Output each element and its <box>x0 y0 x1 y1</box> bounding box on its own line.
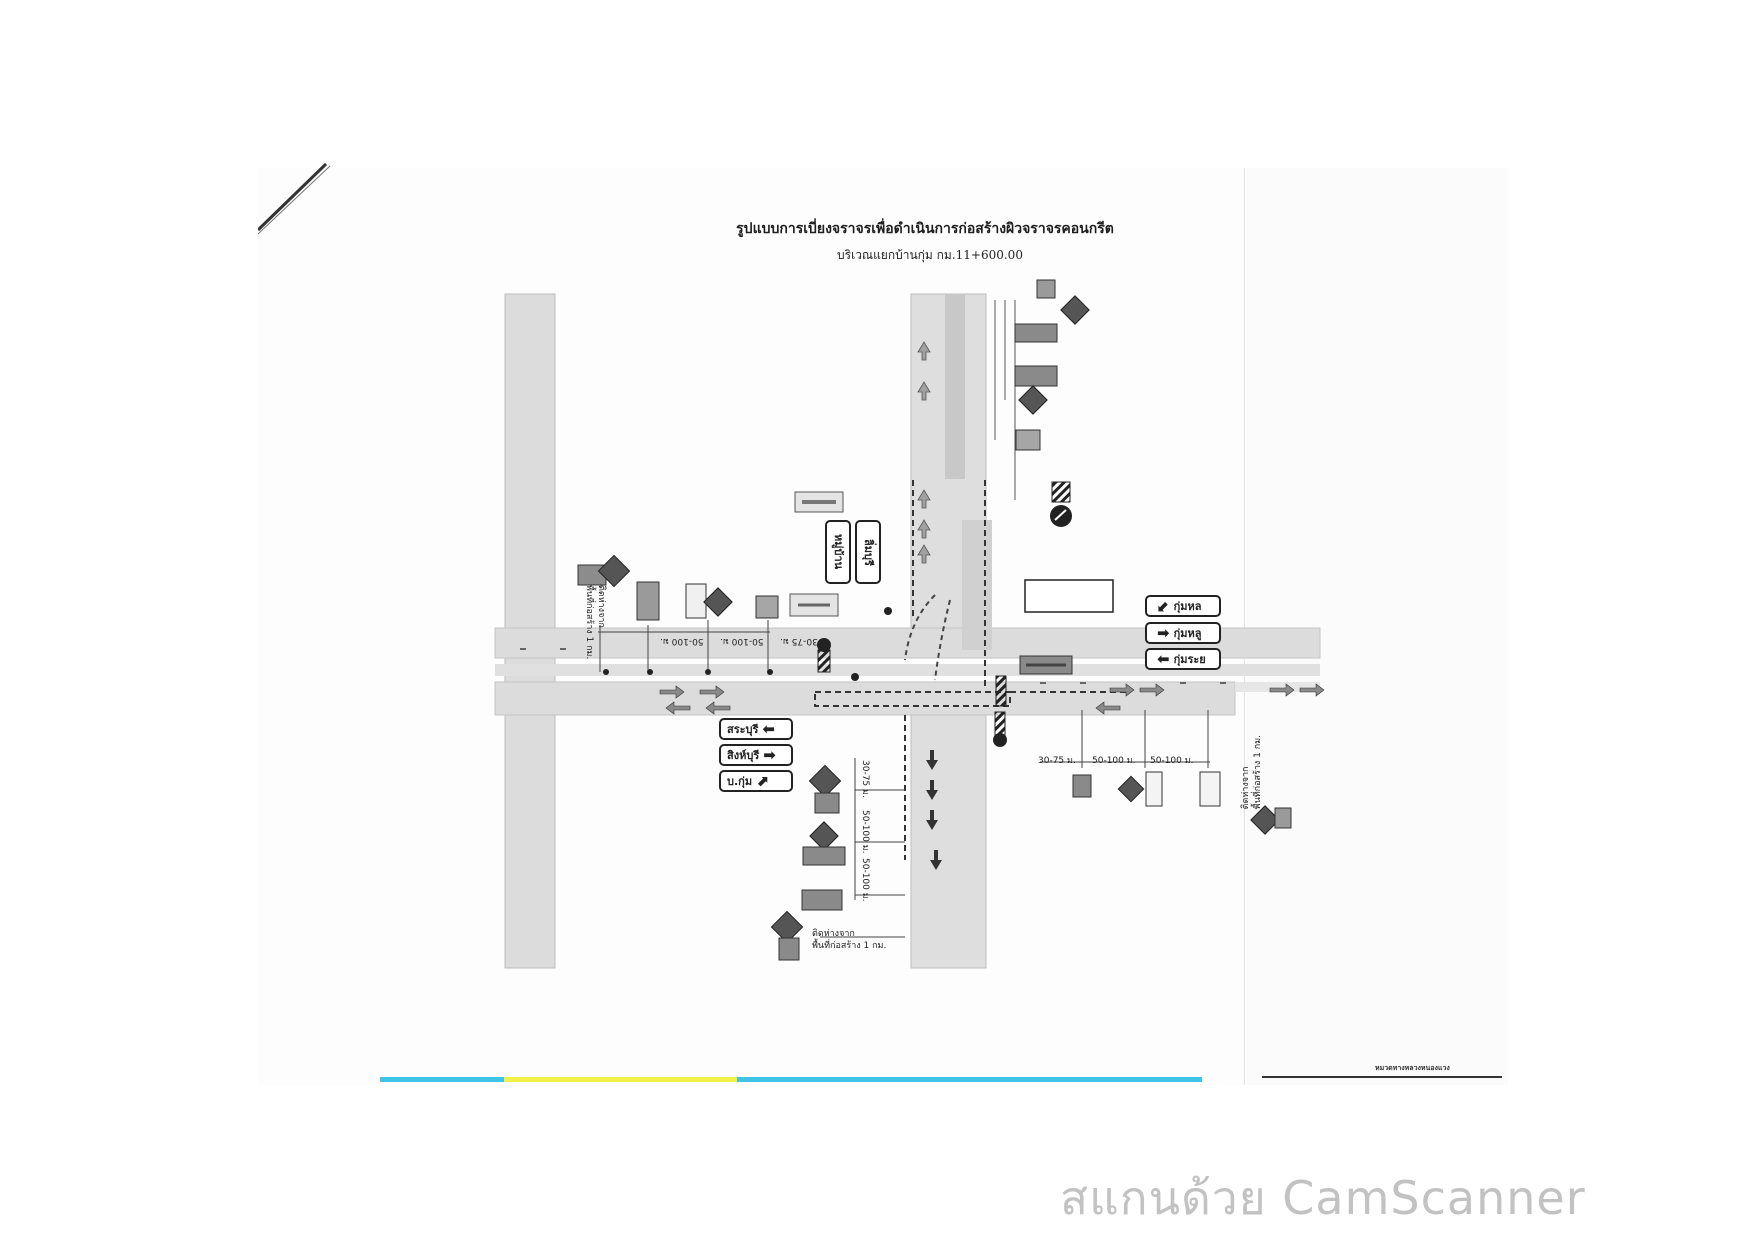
camscanner-watermark: สแกนด้วย CamScanner <box>1060 1171 1586 1225</box>
north-east-signs <box>993 279 1114 747</box>
south-distance-note: ติดห่างจาก พื้นที่ก่อสร้าง 1 กม. <box>812 929 887 951</box>
direction-sign-south-1: สระบุรี⬅ <box>719 718 793 740</box>
direction-sign-north-1: หมู่บ้าน <box>825 520 851 584</box>
distance-label-west-3: 30-75 ม. <box>780 636 818 646</box>
distance-label-south-2: 50-100 ม. <box>860 810 870 854</box>
right-arrow-icon: ➡ <box>1157 624 1170 642</box>
strip-blue-right <box>737 1077 1202 1082</box>
left-arrow-icon: ⬅ <box>1157 650 1170 668</box>
distance-label-west-2: 50-100 ม. <box>720 636 764 646</box>
direction-sign-east-3: ⬅กุ่มระย <box>1145 648 1221 670</box>
east-distance-note: ติดห่างจาก พื้นที่ก่อสร้าง 1 กม. <box>1241 735 1263 810</box>
east-approach-signs <box>1072 771 1292 835</box>
direction-sign-east-1: ⬋กุ่มหล <box>1145 595 1221 617</box>
distance-label-east-3: 50-100 ม. <box>1150 756 1194 766</box>
footer-caption: หมวดทางหลวงหนองแวง <box>1375 1064 1450 1072</box>
south-approach-signs <box>770 764 846 961</box>
distance-label-south-1: 30-75 ม. <box>860 760 870 798</box>
diversion-curve <box>904 594 936 661</box>
scanned-sheet <box>258 168 1244 1085</box>
west-distance-note: ติดห่างจาก พื้นที่ก่อสร้าง 1 กม. <box>584 585 606 660</box>
right-arrow-icon: ➡ <box>763 746 776 764</box>
direction-sign-south-2: สิงห์บุรี➡ <box>719 744 793 766</box>
turn-arrow-icon: ⬋ <box>1157 597 1170 615</box>
main-road-lower <box>494 681 1236 716</box>
west-approach-signs <box>577 491 844 673</box>
strip-blue-left <box>380 1077 504 1082</box>
diagram-subtitle: บริเวณแยกบ้านกุ่ม กม.11+600.00 <box>837 248 1023 262</box>
direction-sign-north-2: ลิ่มบุรี <box>855 520 881 584</box>
distance-label-south-3: 50-100 ม. <box>860 858 870 902</box>
direction-sign-south-3: บ.กุ่ม⬈ <box>719 770 793 792</box>
folded-corner <box>258 162 331 235</box>
distance-label-east-1: 30-75 ม. <box>1038 756 1076 766</box>
distance-label-east-2: 50-100 ม. <box>1092 756 1136 766</box>
distance-label-west-1: 50-100 ม. <box>660 636 704 646</box>
turn-arrow-icon: ⬈ <box>756 772 769 790</box>
south-road <box>910 689 987 969</box>
strip-yellow <box>504 1077 737 1082</box>
sheet-margin-panel <box>1244 168 1508 1085</box>
diagram-title: รูปแบบการเบี่ยงจราจรเพื่อดำเนินการก่อสร้… <box>736 221 1114 237</box>
direction-sign-east-2: ➡กุ่มหลู <box>1145 622 1221 644</box>
left-arrow-icon: ⬅ <box>762 720 775 738</box>
footer-rule <box>1262 1076 1502 1078</box>
east-lane-extension <box>1235 682 1320 692</box>
